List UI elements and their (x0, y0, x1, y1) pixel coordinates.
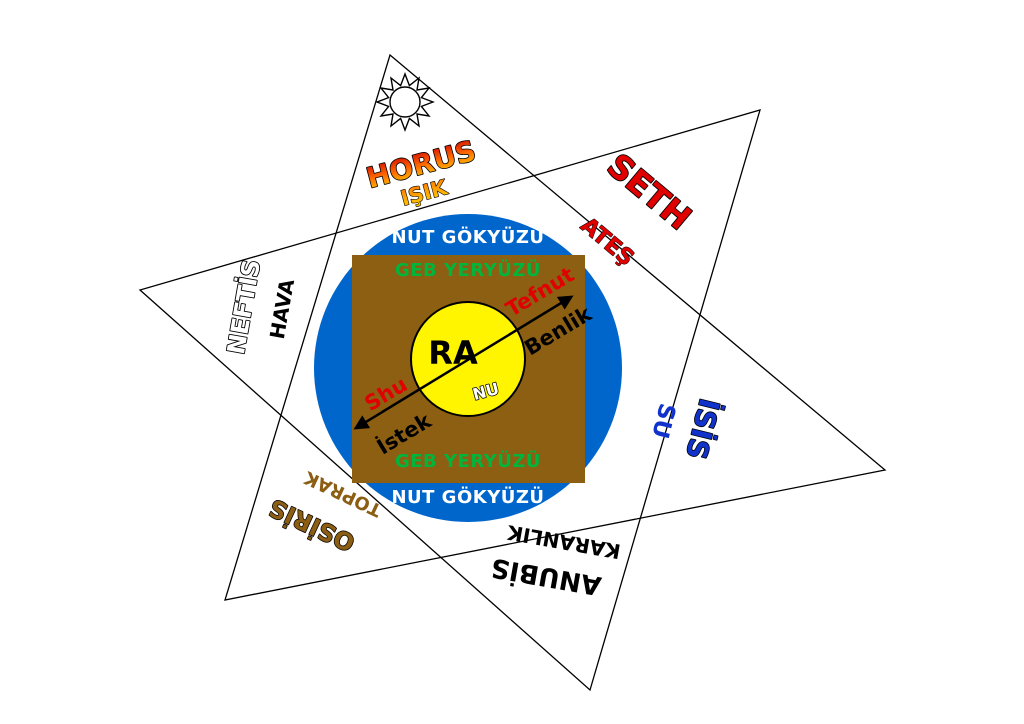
hexagram-star (138, 53, 887, 692)
center-cosmos: NUT GÖKYÜZÜ GEB YERYÜZÜ GEB YERYÜZÜ NUT … (314, 214, 622, 522)
triangle-two (138, 109, 761, 692)
sky-label-bottom: NUT GÖKYÜZÜ (391, 486, 544, 508)
sun-icon (375, 72, 435, 132)
earth-label-top: GEB YERYÜZÜ (395, 259, 541, 281)
sky-label-top: NUT GÖKYÜZÜ (391, 226, 544, 248)
deity-neftis: NEFTİS (221, 257, 266, 356)
element-ates: ATEŞ (576, 213, 639, 271)
deity-isis: İSİS (679, 395, 727, 463)
element-hava: HAVA (265, 277, 299, 341)
sun-core (389, 86, 421, 118)
deity-seth: SETH (600, 146, 699, 238)
shu-tefnut-axis-arrow (353, 295, 574, 430)
triangle-one (224, 53, 887, 601)
earth-label-bottom: GEB YERYÜZÜ (395, 450, 541, 472)
element-su: SU (646, 401, 680, 441)
deity-anubis: ANUBİS (488, 552, 603, 603)
ra-label: RA (428, 334, 478, 372)
